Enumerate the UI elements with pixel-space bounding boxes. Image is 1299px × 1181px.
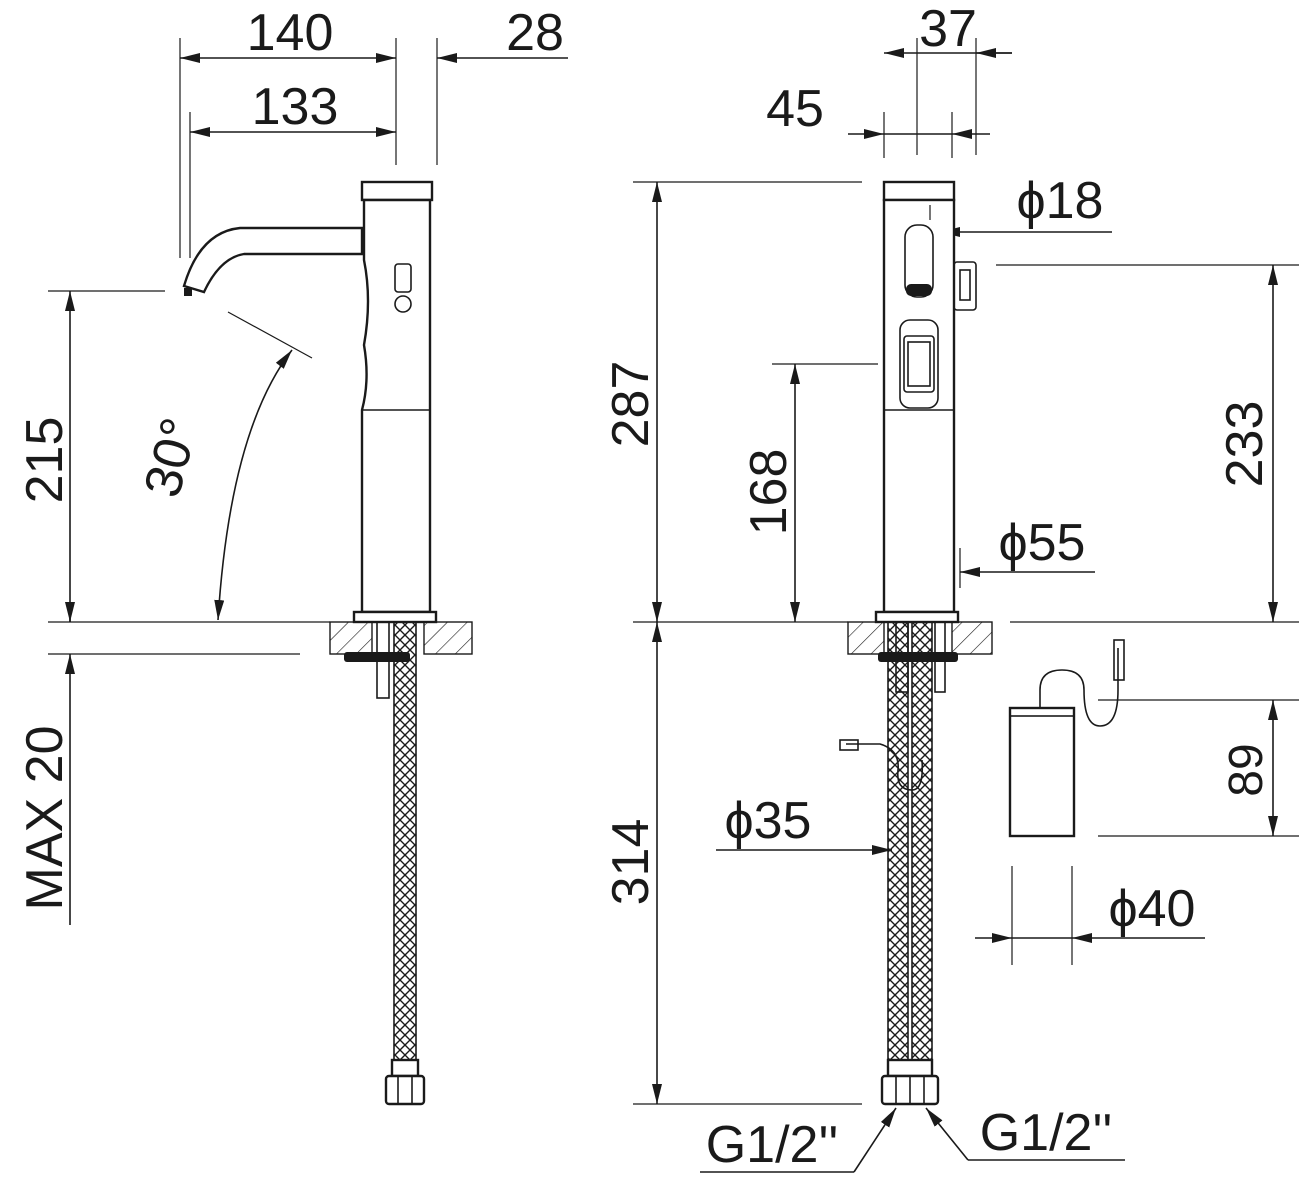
label-spout-reach: 133 <box>252 78 339 136</box>
label-battery-height: 89 <box>1220 743 1273 796</box>
label-sensor-height: 168 <box>740 449 798 536</box>
side-view: 140 28 133 215 30° MAX 20 <box>16 4 568 1106</box>
label-top-offset: 37 <box>919 0 977 58</box>
label-spout-height: 215 <box>16 417 74 504</box>
label-sensor-offset: 45 <box>766 80 824 138</box>
label-spray-angle: 30° <box>133 412 209 503</box>
label-body-depth: 28 <box>506 4 564 62</box>
label-body-diameter: ϕ55 <box>999 514 1086 572</box>
label-battery-diameter: ϕ40 <box>1109 880 1196 938</box>
label-hose-diameter: ϕ35 <box>725 792 812 850</box>
front-view: 37 45 ϕ18 287 168 233 ϕ55 314 ϕ35 89 ϕ40… <box>602 0 1299 1174</box>
label-width-total: 140 <box>247 4 334 62</box>
label-hose-length: 314 <box>602 819 660 906</box>
label-max-deck: MAX 20 <box>16 726 74 911</box>
label-sensor-diameter: ϕ18 <box>1017 172 1104 230</box>
label-connection-right: G1/2'' <box>980 1104 1113 1162</box>
label-control-height: 233 <box>1216 401 1274 488</box>
label-connection-left: G1/2'' <box>706 1116 839 1174</box>
label-total-height: 287 <box>602 361 660 448</box>
